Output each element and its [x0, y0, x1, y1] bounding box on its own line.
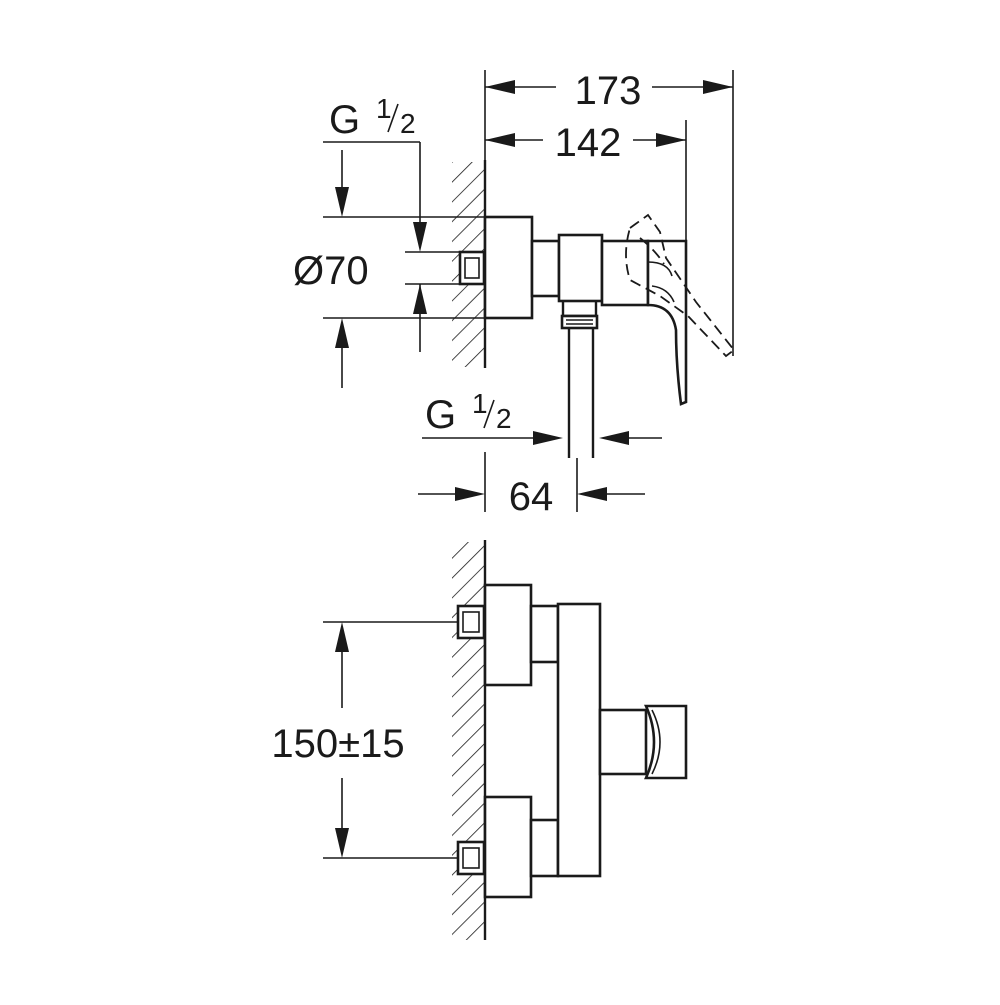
rosette-lower: [483, 795, 533, 899]
dim-173: 173: [484, 69, 734, 356]
rosette-upper: [483, 583, 533, 687]
thread-bottom-main: G: [425, 393, 456, 437]
thread-top-slash: [387, 103, 399, 133]
dim-diameter: Ø70: [293, 150, 369, 388]
dim-173-label: 173: [575, 69, 642, 113]
thread-bottom-num: 1: [472, 388, 488, 419]
side-view: 173 142 G 1 2: [293, 69, 736, 519]
inlet-connector-upper: [456, 604, 486, 640]
dim-64: 64: [418, 452, 645, 519]
valve-body-front: [556, 602, 602, 878]
lever-housing-front: [598, 708, 648, 776]
thread-bottom-slash: [483, 399, 495, 429]
thread-bottom-den: 2: [496, 403, 512, 434]
lever-handle-front: [644, 704, 688, 780]
wall-front: [452, 540, 487, 940]
front-view: 150±15: [271, 540, 688, 940]
rosette-side: [483, 215, 534, 320]
dim-thread-bottom: G 1 2: [422, 388, 662, 445]
neck-side: [530, 239, 561, 298]
thread-top-den: 2: [400, 108, 416, 139]
dim-142-label: 142: [555, 121, 622, 165]
dim-142: 142: [485, 120, 687, 242]
lever-alt-position: [625, 213, 736, 358]
thread-top-main: G: [329, 98, 360, 142]
inlet-connector-lower: [456, 840, 486, 876]
outlet-side: [561, 301, 598, 318]
valve-body-side: [557, 233, 604, 303]
dim-150: 150±15: [271, 621, 458, 859]
lever-housing-side: [600, 239, 650, 307]
dim-150-label: 150±15: [271, 722, 404, 766]
diameter-label: Ø70: [293, 249, 369, 293]
dim-64-label: 64: [509, 475, 554, 519]
wall-connector-side: [458, 250, 486, 286]
lever-handle-side: [646, 239, 688, 406]
dim-thread-top: G 1 2: [323, 93, 485, 352]
thread-top-num: 1: [376, 93, 392, 124]
